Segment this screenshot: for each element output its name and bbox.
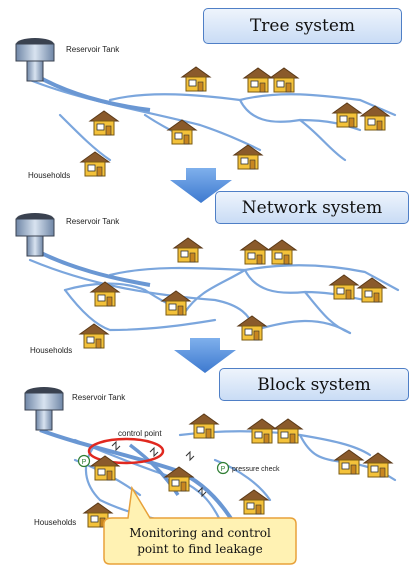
house-icon — [164, 466, 194, 492]
panel-block: Reservoir Tank Households control point … — [24, 386, 397, 528]
network-main-pipe — [34, 248, 151, 287]
tree-main-pipe — [34, 73, 151, 112]
reservoir-tank-icon — [15, 212, 55, 257]
tank-label: Reservoir Tank — [66, 217, 120, 226]
house-icon — [267, 239, 297, 265]
house-icon — [240, 239, 270, 265]
households-label: Households — [28, 171, 70, 180]
house-icon — [189, 413, 219, 439]
pressure-gauge-icon — [77, 454, 91, 468]
households-label: Households — [34, 518, 76, 527]
callout-line-1: Monitoring and control — [129, 526, 271, 540]
valve-icon — [111, 440, 121, 452]
title-block-system: Block system — [219, 368, 409, 401]
panel-network: Reservoir Tank Households — [15, 212, 400, 355]
reservoir-tank-icon — [24, 386, 64, 431]
reservoir-tank-icon — [15, 37, 55, 82]
house-icon — [273, 418, 303, 444]
valve-icons — [111, 440, 207, 498]
house-icon — [334, 449, 364, 475]
down-arrow-icon — [174, 338, 236, 373]
house-icon — [89, 110, 119, 136]
house-icon — [181, 66, 211, 92]
pressure-symbol: P — [221, 466, 226, 473]
pressure-symbol: P — [82, 459, 87, 466]
households-label: Households — [30, 346, 72, 355]
valve-icon — [149, 446, 159, 458]
house-icon — [90, 455, 120, 481]
callout-line-2: point to find leakage — [137, 542, 263, 556]
pressure-gauge-icon — [216, 461, 230, 475]
house-icon — [237, 315, 267, 341]
title-text: Network system — [241, 197, 383, 218]
block-pipes — [73, 430, 397, 522]
panel-tree: Reservoir Tank Households — [15, 37, 397, 180]
title-network-system: Network system — [215, 191, 409, 224]
control-point-label: control point — [118, 429, 162, 438]
title-tree-system: Tree system — [203, 8, 402, 44]
house-icon — [329, 274, 359, 300]
house-icon — [247, 418, 277, 444]
tank-label: Reservoir Tank — [72, 393, 126, 402]
title-text: Tree system — [249, 16, 356, 36]
pressure-check-label: pressure check — [232, 466, 280, 473]
valve-icon — [197, 486, 207, 498]
house-icon — [243, 67, 273, 93]
tank-label: Reservoir Tank — [66, 45, 120, 54]
house-icon — [363, 452, 393, 478]
callout-bubble — [103, 485, 297, 565]
callout-text: Monitoring and control point to find lea… — [107, 520, 293, 562]
title-text: Block system — [257, 374, 371, 395]
house-icon — [332, 102, 362, 128]
valve-icon — [185, 450, 195, 462]
down-arrow-icon — [170, 168, 232, 203]
house-icon — [269, 67, 299, 93]
house-icon — [173, 237, 203, 263]
control-point-ring — [87, 437, 165, 465]
